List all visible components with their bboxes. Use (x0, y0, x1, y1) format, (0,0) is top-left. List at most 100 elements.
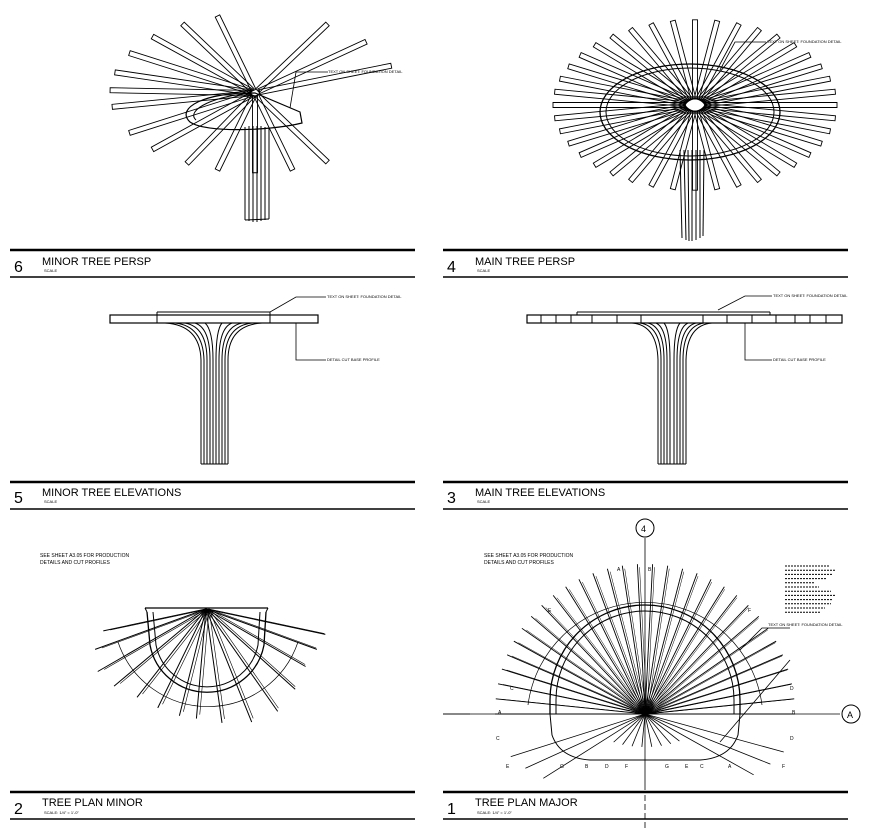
plan-ray (501, 668, 646, 715)
plan-ray (94, 608, 207, 650)
canopy-ray-group (552, 19, 838, 191)
ray-label: B (792, 710, 796, 716)
plan-ray (208, 608, 296, 687)
canopy-slat (554, 102, 686, 122)
canopy-slab (526, 314, 843, 324)
plan-note: SEE SHEET A3.05 FOR PRODUCTION (484, 553, 573, 559)
plan-note: DETAILS AND CUT PROFILES (40, 560, 110, 566)
plan-ray (644, 595, 738, 715)
minor-tree-perspective: TEXT ON SHEET: FOUNDATION DETAIL (109, 14, 403, 222)
canopy-slat (704, 102, 836, 122)
canopy-slat (214, 14, 257, 93)
grid-bubble-label: A (847, 710, 853, 720)
callout-text: TEXT ON SHEET: FOUNDATION DETAIL (327, 294, 402, 299)
drawing-number: 6 (14, 259, 23, 276)
plan-ray (199, 608, 210, 715)
canopy-slat (702, 63, 823, 106)
slab-segment-group (540, 315, 827, 323)
canopy-slat (695, 22, 742, 102)
drawing-scale: SCALE (477, 268, 490, 273)
drawing-title: TREE PLAN MAJOR (475, 797, 578, 809)
plan-ray (644, 713, 662, 746)
drawing-title: MAIN TREE ELEVATIONS (475, 487, 605, 499)
drawing-number: 5 (14, 490, 23, 507)
callout-leader (719, 659, 791, 743)
plan-ray (497, 683, 646, 715)
canopy-ring-outer (599, 63, 781, 161)
plan-ray (644, 713, 784, 753)
ray-label: C (510, 686, 514, 692)
ray-label: D (790, 686, 794, 692)
canopy-slat (700, 41, 798, 104)
plan-ray (518, 642, 648, 715)
ray-label: D (605, 764, 609, 770)
canopy-slat (692, 19, 698, 100)
plan-ray (644, 713, 653, 747)
canopy-slat (701, 52, 812, 105)
plan-ray (208, 608, 306, 665)
plan-ray (646, 607, 749, 715)
trunk (679, 149, 705, 242)
callout-text: TEXT ON SHEET: FOUNDATION DETAIL (768, 622, 843, 627)
plan-ray (644, 683, 793, 715)
drawing-title: MINOR TREE PERSP (42, 256, 151, 268)
plan-ray (646, 571, 685, 715)
plan-ray (506, 654, 646, 715)
grid-bubble (635, 518, 655, 538)
ray-label: A (498, 710, 502, 716)
callout-leader (739, 627, 790, 651)
notes-block (785, 565, 835, 613)
plan-ray (205, 608, 326, 635)
plan-ray (104, 608, 210, 670)
drawing-scale: SCALE: 1/4" = 1'-0" (44, 810, 79, 815)
canopy-slat (128, 91, 252, 136)
minor-tree-plan: SEE SHEET A3.05 FOR PRODUCTION DETAILS A… (40, 553, 326, 723)
plan-ray (636, 564, 646, 715)
title-bar-main-persp: 4 MAIN TREE PERSP SCALE (443, 248, 848, 278)
plan-ray (644, 586, 725, 715)
plan-ray (622, 713, 646, 745)
canopy-ray-group (109, 14, 393, 174)
drawing-number: 2 (14, 801, 23, 818)
title-bar-main-elev: 3 MAIN TREE ELEVATIONS SCALE (443, 480, 848, 510)
plan-ray (541, 604, 646, 715)
canopy-slat (698, 33, 781, 103)
plan-ray (556, 597, 648, 715)
plan-ray (565, 586, 646, 715)
callout-leader (289, 71, 328, 109)
plan-ray (646, 642, 776, 715)
plan-ray (101, 608, 210, 649)
ray-label: B (648, 567, 652, 573)
canopy-slat (669, 109, 697, 191)
plan-ray (646, 581, 712, 715)
canopy-outline (185, 92, 303, 131)
plan-ray (136, 608, 207, 698)
plan-ray (641, 713, 646, 747)
canopy-slat (697, 26, 763, 102)
plan-ray (592, 573, 646, 715)
canopy-slat (180, 21, 255, 94)
plan-ray (644, 713, 754, 776)
trunk-flare (631, 322, 713, 465)
callout-leader (744, 323, 772, 361)
dimension-arc (117, 641, 299, 707)
plan-ray (205, 608, 296, 690)
drawing-number: 3 (447, 490, 456, 507)
drawing-scale: SCALE (477, 499, 490, 504)
ray-label: E (548, 608, 552, 614)
plan-ray (631, 713, 646, 747)
plan-ray (205, 608, 306, 667)
plan-ray (621, 565, 646, 715)
ray-label: C (700, 764, 704, 770)
plan-ray (513, 640, 646, 715)
plan-note: SEE SHEET A3.05 FOR PRODUCTION (40, 553, 129, 559)
plan-ray (500, 698, 648, 715)
ray-label: G (560, 764, 564, 770)
major-tree-plan: SEE SHEET A3.05 FOR PRODUCTION DETAILS A… (443, 518, 861, 828)
plan-ray (521, 627, 646, 715)
canopy-slat (253, 93, 296, 172)
plan-ray (205, 608, 318, 650)
drawing-scale: SCALE: 1/4" = 1'-0" (477, 810, 512, 815)
grid-bubble-label: 4 (641, 524, 646, 534)
